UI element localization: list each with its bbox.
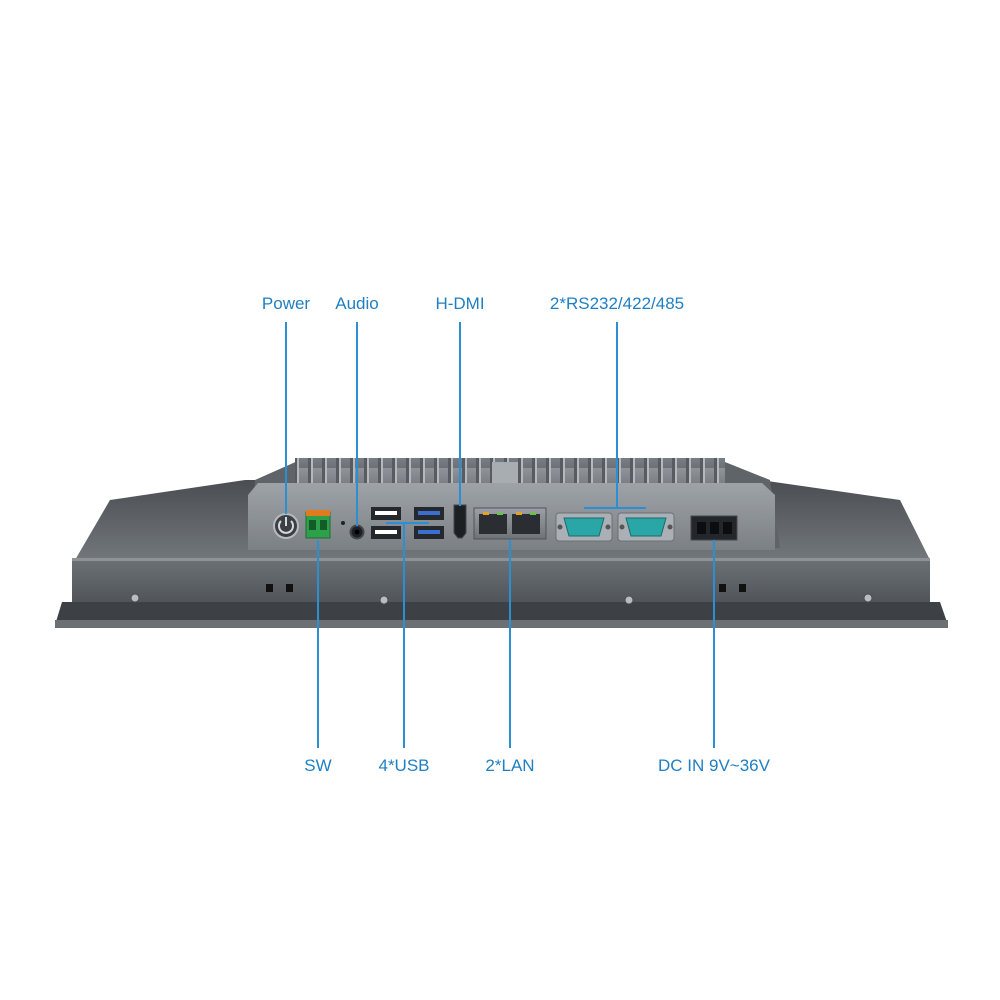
serial-label: 2*RS232/422/485	[549, 294, 685, 313]
sw-label: SW	[304, 756, 332, 775]
serial-ports-icon	[555, 512, 675, 542]
vent-holes	[266, 584, 746, 592]
power-button-icon	[273, 513, 299, 539]
lan-ports-icon	[473, 507, 547, 540]
hdmi-port-icon	[453, 504, 467, 539]
hdmi-label: H-DMI	[435, 294, 485, 313]
usb-ports-icon	[371, 507, 444, 539]
dc-in-terminal-icon	[690, 515, 738, 541]
dc-in-label: DC IN 9V~36V	[658, 756, 770, 775]
usb-label: 4*USB	[378, 756, 430, 775]
lan-label: 2*LAN	[485, 756, 535, 775]
power-label: Power	[261, 294, 311, 313]
screw-icons	[130, 593, 873, 605]
audio-label: Audio	[335, 294, 379, 313]
callout-lines	[285, 322, 715, 748]
sw-terminal-icon	[305, 510, 331, 539]
